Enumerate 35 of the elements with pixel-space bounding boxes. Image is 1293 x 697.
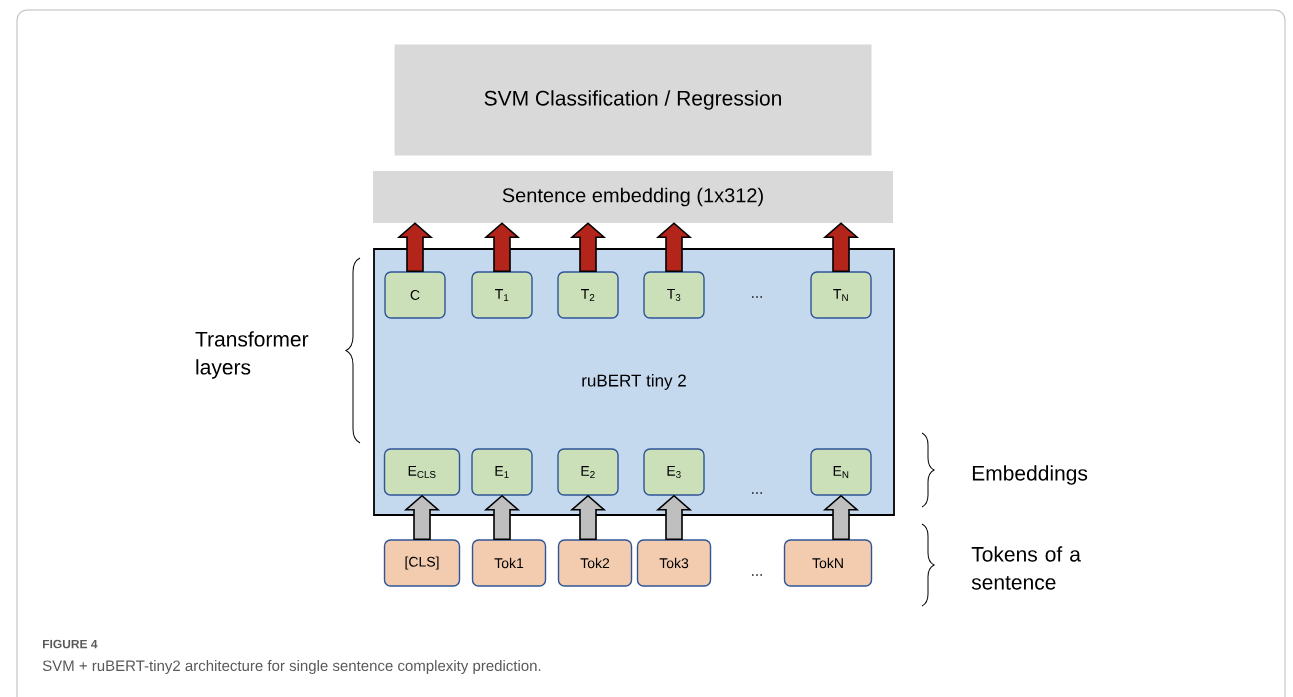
block-arrow [403,494,441,541]
ellipsis: ... [752,574,762,576]
vector-box: C [384,271,446,319]
vector-box: T$_{3}$ [643,271,705,319]
block-arrow [655,222,693,273]
figure-caption: SVM + ruBERT-tiny2 architecture for single sentence complexity prediction. [42,660,541,674]
block-arrow [396,222,434,273]
block-arrow [483,222,521,273]
vector-box: E$_{1}$ [471,448,533,496]
block-arrow [655,494,693,541]
vector-box: E$_{N}$ [810,448,872,496]
bracket-label: Transformer layers [195,331,309,379]
bracket-label: Tokens of a sentence [971,546,1081,590]
classifier-box: SVM Classification / Regression [394,44,872,156]
block-arrow [483,494,521,541]
token-box: [CLS] [383,539,461,587]
vector-box: T$_{N}$ [810,271,872,319]
token-box: Tok1 [471,539,547,587]
vector-box: T$_{2}$ [557,271,619,319]
block-arrow [822,494,860,541]
bracket-label: Embeddings [972,465,1088,485]
vector-box: T$_{1}$ [471,271,533,319]
vector-box: E$_{3}$ [643,448,705,496]
vector-box: E$_{CLS}$ [383,448,461,496]
token-box: Tok3 [636,539,712,587]
ellipsis: ... [752,296,762,298]
vector-box: E$_{2}$ [557,448,619,496]
token-box: TokN [783,539,873,587]
block-arrow [569,222,607,273]
ellipsis: ... [752,492,762,494]
block-arrow [569,494,607,541]
embedding-box: Sentence embedding (1x312) [373,171,893,223]
block-arrow [822,222,860,273]
token-box: Tok2 [557,539,633,587]
figure-number: FIGURE 4 [43,639,98,649]
